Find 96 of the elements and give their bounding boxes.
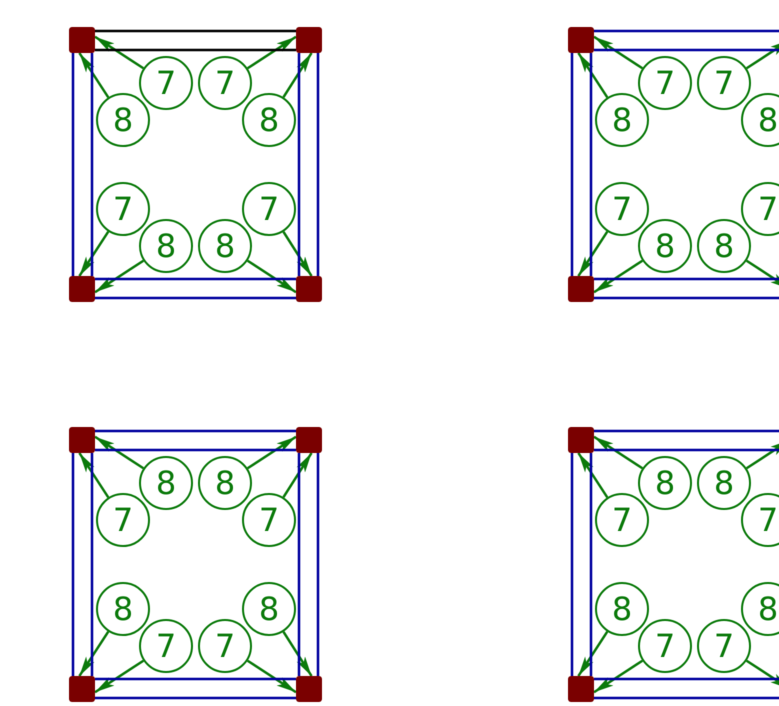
corner-square — [568, 427, 594, 453]
frame-line — [95, 448, 296, 452]
arrow — [94, 36, 144, 70]
frame-line — [95, 430, 296, 432]
frame-line — [298, 453, 300, 676]
number-circle: 8 — [741, 582, 779, 636]
number-circle: 8 — [96, 93, 150, 147]
number-circle: 7 — [96, 182, 150, 236]
arrow — [282, 452, 313, 498]
number-circle: 8 — [198, 219, 252, 273]
frame-line — [590, 53, 592, 276]
corner-square — [568, 676, 594, 702]
arrow — [577, 52, 608, 98]
number-circle: 8 — [242, 93, 296, 147]
frame-line — [95, 48, 296, 52]
number-circle: 7 — [741, 182, 779, 236]
arrow — [246, 36, 297, 70]
number-circle: 7 — [242, 493, 296, 547]
number-circle: 8 — [139, 456, 193, 510]
number-circle: 8 — [638, 219, 692, 273]
frame-line — [570, 453, 574, 676]
number-circle: 7 — [595, 493, 649, 547]
number-circle: 8 — [595, 93, 649, 147]
arrow — [78, 230, 110, 277]
frame-line — [594, 696, 779, 700]
frame-line — [95, 278, 296, 280]
frame-line — [590, 453, 592, 676]
arrow — [94, 660, 144, 694]
corner-square — [296, 276, 322, 302]
frame-line — [316, 53, 320, 276]
frame-line — [95, 678, 296, 680]
arrow — [94, 260, 144, 294]
arrow — [78, 452, 110, 498]
frame-line — [594, 430, 779, 432]
arrow — [593, 660, 644, 694]
number-circle: 7 — [198, 56, 252, 110]
arrow — [246, 660, 297, 694]
frame-line — [95, 296, 296, 300]
corner-square — [296, 427, 322, 453]
arrow — [78, 630, 110, 677]
frame-line — [594, 278, 779, 280]
number-circle: 7 — [198, 619, 252, 673]
corner-square — [69, 427, 95, 453]
arrow — [282, 631, 313, 677]
corner-square — [69, 276, 95, 302]
number-circle: 8 — [242, 582, 296, 636]
number-circle: 7 — [139, 619, 193, 673]
number-circle: 8 — [96, 582, 150, 636]
frame-line — [570, 53, 574, 276]
frame-line — [298, 53, 300, 276]
number-circle: 7 — [638, 56, 692, 110]
corner-square — [69, 676, 95, 702]
arrow — [94, 436, 144, 470]
corner-square — [69, 27, 95, 53]
number-circle: 8 — [638, 456, 692, 510]
corner-square — [296, 27, 322, 53]
number-circle: 8 — [595, 582, 649, 636]
corner-square — [296, 676, 322, 702]
arrow — [246, 260, 297, 294]
number-circle: 7 — [595, 182, 649, 236]
arrow — [593, 36, 644, 70]
frame-line — [95, 30, 296, 32]
frame-line — [95, 696, 296, 700]
number-circle: 8 — [198, 456, 252, 510]
frame-line — [594, 448, 779, 452]
corner-square — [568, 276, 594, 302]
number-circle: 8 — [697, 219, 751, 273]
number-circle: 8 — [697, 456, 751, 510]
frame-line — [90, 53, 94, 276]
arrow — [577, 230, 608, 277]
number-circle: 7 — [242, 182, 296, 236]
number-circle: 7 — [697, 619, 751, 673]
arrow — [246, 436, 297, 470]
number-circle: 7 — [741, 493, 779, 547]
arrow — [577, 452, 608, 498]
frame-line — [316, 453, 320, 676]
arrow — [78, 52, 110, 98]
arrow — [593, 260, 644, 294]
arrow — [282, 52, 313, 98]
corner-square — [568, 27, 594, 53]
number-circle: 7 — [697, 56, 751, 110]
frame-line — [594, 30, 779, 32]
frame-line — [72, 53, 74, 276]
number-circle: 7 — [139, 56, 193, 110]
number-circle: 7 — [638, 619, 692, 673]
number-circle: 8 — [741, 93, 779, 147]
frame-line — [90, 453, 94, 676]
frame-line — [594, 296, 779, 300]
arrow — [593, 436, 644, 470]
frame-line — [72, 453, 74, 676]
arrow — [577, 630, 608, 677]
number-circle: 7 — [96, 493, 150, 547]
arrow — [282, 231, 313, 277]
frame-line — [594, 678, 779, 680]
number-circle: 8 — [139, 219, 193, 273]
frame-line — [594, 48, 779, 52]
